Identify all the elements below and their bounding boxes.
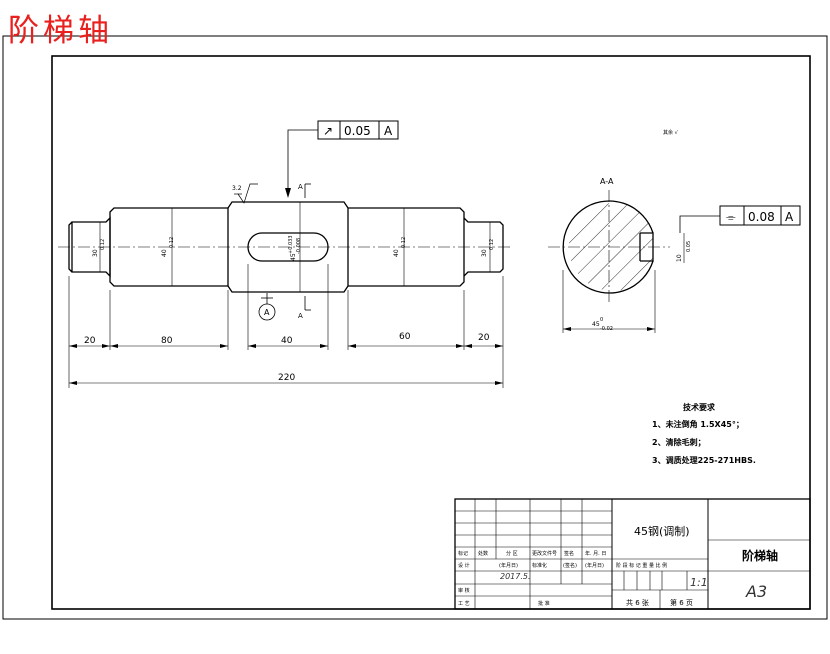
title-block-part-name: 阶梯轴	[742, 548, 778, 563]
runout-symbol-icon: ↗	[323, 124, 333, 138]
other-surface-note: 其余 √	[663, 129, 679, 136]
runout-tolerance-frame: ↗ 0.05 A	[285, 120, 399, 198]
symmetry-value: 0.08	[748, 210, 775, 224]
title-block-material: 45钢(调制)	[634, 525, 690, 538]
dim-l3: 40	[281, 336, 293, 346]
dim-total: 220	[278, 373, 295, 383]
dim-d40-left: 40	[161, 249, 168, 257]
runout-value: 0.05	[344, 124, 371, 138]
svg-text:年. 月. 日: 年. 月. 日	[585, 550, 606, 557]
section-dia-tol-up: 0	[600, 317, 603, 323]
section-cut-marks	[304, 183, 311, 311]
svg-text:(年月日): (年月日)	[499, 562, 518, 569]
svg-text:处数: 处数	[478, 550, 488, 557]
svg-text:批 准: 批 准	[538, 600, 550, 607]
title-block-sheet-size: A3	[745, 582, 767, 601]
dim-d45-tol-lo: -0.008	[296, 238, 302, 254]
dim-d45: 45	[290, 253, 297, 261]
dim-d30-right-tol: 0.12	[489, 239, 495, 250]
dim-l1: 20	[84, 336, 96, 346]
shaft-seg-right-end	[463, 217, 504, 277]
tech-heading: 技术要求	[683, 402, 716, 412]
svg-text:标记: 标记	[458, 550, 468, 557]
symmetry-tolerance-frame: ⌯ 0.08 A	[719, 205, 801, 226]
svg-text:(签名): (签名)	[563, 562, 577, 569]
title-block-scale: 1:1	[690, 576, 708, 589]
dim-d40-right-tol: 0.12	[401, 237, 407, 248]
keyway-depth: 10	[676, 254, 683, 262]
tech-item-3: 3、调质处理225-271HBS.	[652, 455, 756, 465]
length-dimensions	[68, 264, 504, 388]
title-block-date: 2017.5.	[500, 572, 531, 581]
dim-d30-left-tol: 0.12	[100, 239, 106, 250]
svg-text:3.2: 3.2	[232, 185, 242, 192]
shaft-seg-d45	[227, 201, 349, 293]
dim-l4: 60	[399, 332, 411, 342]
section-view	[548, 190, 720, 333]
svg-text:设 计: 设 计	[458, 562, 470, 569]
roughness-mark: 3.2	[232, 183, 258, 204]
svg-text:签名: 签名	[564, 550, 574, 557]
section-dia: 45	[592, 321, 600, 328]
technical-requirements: 技术要求 1、未注倒角 1.5X45°； 2、清除毛刺； 3、调质处理225-2…	[652, 402, 756, 465]
symmetry-datum: A	[785, 210, 794, 224]
section-mark-bottom: A	[298, 312, 303, 320]
dim-l5: 20	[478, 333, 490, 343]
dim-d30-right: 30	[481, 249, 488, 257]
shaft-main-view	[58, 201, 512, 293]
keyway-slot	[247, 232, 329, 262]
title-block	[454, 498, 811, 610]
svg-text:标准化: 标准化	[532, 562, 547, 569]
svg-text:分 区: 分 区	[506, 550, 518, 557]
title-block-sheets: 共 6 张	[626, 598, 649, 607]
runout-datum: A	[384, 124, 393, 138]
section-label: A-A	[600, 177, 614, 186]
section-dia-tol-lo: -0.02	[600, 326, 613, 332]
datum-feature: A	[258, 293, 276, 321]
keyway-depth-tol: 0.05	[686, 241, 692, 252]
dim-d45-tol-up: +0.033	[288, 235, 294, 254]
shaft-seg-d40-right	[348, 207, 465, 287]
dim-d40-left-tol: 0.12	[169, 237, 175, 248]
page-title: 阶梯轴	[8, 13, 113, 49]
svg-text:工 艺: 工 艺	[458, 601, 470, 607]
symmetry-symbol-icon: ⌯	[726, 210, 736, 224]
svg-text:更改文件号: 更改文件号	[532, 550, 557, 557]
svg-text:审 核: 审 核	[458, 587, 470, 594]
outer-frame	[2, 35, 828, 620]
dim-l2: 80	[161, 336, 173, 346]
tech-item-1: 1、未注倒角 1.5X45°；	[652, 419, 744, 430]
svg-text:A: A	[264, 308, 270, 317]
dim-d40-right: 40	[393, 249, 400, 257]
svg-text:阶 段 标 记 重 量 比 例: 阶 段 标 记 重 量 比 例	[616, 562, 667, 569]
svg-text:(年月日): (年月日)	[585, 562, 604, 569]
section-mark-top: A	[298, 183, 303, 191]
dim-d30-left: 30	[92, 249, 99, 257]
tech-item-2: 2、清除毛刺；	[652, 437, 706, 448]
inner-frame	[51, 55, 811, 610]
title-block-sheet-no: 第 6 页	[670, 598, 693, 607]
